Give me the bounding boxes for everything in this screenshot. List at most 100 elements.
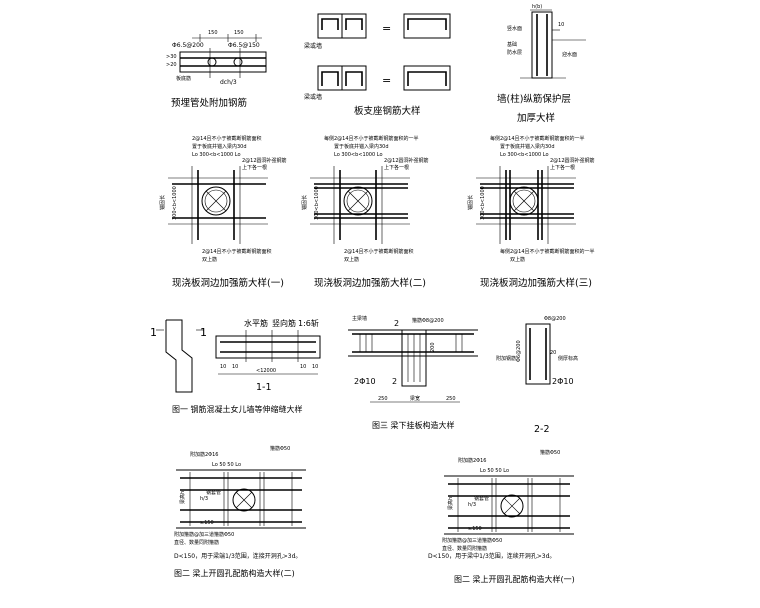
opening-1-side: 300<b<1000 — [172, 186, 178, 220]
opening-1-side2: 锚固长 — [159, 195, 166, 210]
wall-cover-detail: h(b) 10 竖水面 基础 防水层 迎水面 墙(柱)纵筋保护层 加厚大样 — [497, 4, 586, 124]
hanger-beam-width: 梁宽 — [410, 395, 420, 402]
wall-subtitle: 加厚大样 — [517, 112, 555, 124]
wall-l1: 竖水面 — [507, 25, 522, 32]
hanger-title: 图三 梁下挂板构造大样 — [372, 420, 455, 430]
opening-1-n6: 2@14且不小于被截断钢筋面积 — [202, 248, 272, 255]
opening-2-hole — [343, 186, 373, 216]
beam-hole-1-l2: Lo 50 50 Lo — [480, 468, 509, 474]
hanger-s-side: Φ6@200 — [516, 340, 522, 362]
hanger-s-20: 20 — [550, 350, 556, 356]
parapet-d4: 10 — [312, 364, 318, 370]
beam-hole-1-l1: 附加筋2Φ16 — [458, 457, 486, 464]
hanger-bars: 箍筋Φ8@200 — [412, 317, 444, 324]
beam-hole-1-circle — [500, 494, 524, 518]
slab-eq-1: = — [382, 22, 391, 35]
pipe-side-dim2: >20 — [166, 62, 177, 68]
pipe-left-bar: Φ6.5@200 — [172, 42, 204, 49]
opening-3-n1: 每侧2@14且不小于被截断钢筋面积的一半 — [490, 135, 585, 142]
hanger-section: 2-2 — [534, 424, 550, 435]
opening-1-n1: 2@14且不小于被截断钢筋面积 — [192, 135, 262, 142]
parapet-section: 1-1 — [256, 382, 272, 393]
pipe-slab-label: 板底筋 — [176, 75, 191, 82]
wall-top-dim: h(b) — [532, 4, 542, 10]
pipe-title: 预埋管处附加钢筋 — [171, 97, 247, 109]
opening-2-n5: 上下各一根 — [384, 164, 409, 171]
opening-1-n2: 置于板底并锚入梁内30d — [192, 143, 247, 150]
hanger-s-l2: 侧厚标高 — [558, 355, 578, 362]
hanger-250b: 250 — [446, 396, 456, 402]
opening-2-n2: 置于板底并锚入梁内30d — [334, 143, 389, 150]
opening-3-n3: Lo 300<b<1000 Lo — [500, 152, 549, 158]
beam-hole-detail-2: 箍筋Φ50 附加筋2Φ16 Lo 50 50 Lo 梁高h h/3 ≥150 钢… — [174, 445, 306, 578]
pipe-dim-150a: 150 — [208, 30, 218, 36]
beam-hole-2-side3: ≥150 — [200, 520, 214, 526]
pipe-right-bar: Φ6.5@150 — [228, 42, 260, 49]
parapet-top2: 竖向筋 — [272, 318, 296, 328]
parapet-label-1a: 1 — [150, 326, 157, 339]
beam-hole-1-l3: 附加箍筋@加三道箍筋Φ50 — [442, 537, 502, 544]
hanger-s-l1: 附加钢筋 — [496, 355, 516, 362]
beam-hole-1-note: D<150，用于梁中1/3范围，连续开洞孔>3d。 — [428, 552, 555, 560]
opening-detail-1: 2@14且不小于被截断钢筋面积 置于板底并锚入梁内30d Lo 300<b<10… — [159, 135, 287, 289]
opening-1-n4: 2@12圆洞补强钢筋 — [242, 157, 287, 164]
beam-hole-2-l1: 附加筋2Φ16 — [190, 451, 218, 458]
beam-hole-2-side1: 梁高h — [179, 491, 186, 504]
opening-3-n2: 置于板底并锚入梁内30d — [500, 143, 555, 150]
parapet-title: 图一 钢筋混凝土女儿墙等伸缩缝大样 — [172, 404, 303, 414]
beam-hole-2-note: D<150，用于梁端1/3范围，连接开洞孔>3d。 — [174, 552, 301, 560]
hanger-250a: 250 — [378, 396, 388, 402]
pipe-circle-right — [233, 57, 243, 67]
beam-hole-1-top1: 箍筋Φ50 — [540, 449, 560, 456]
beam-hole-2-title: 图二 梁上开圆孔配筋构造大样(二) — [174, 568, 295, 578]
pipe-dch: dch/3 — [220, 79, 237, 86]
opening-1-n5: 上下各一根 — [242, 164, 267, 171]
opening-2-n1: 每侧2@14且不小于被截断钢筋面积的一半 — [324, 135, 419, 142]
opening-2-title: 现浇板洞边加强筋大样(二) — [314, 277, 426, 289]
slab-wall-label-1: 梁或墙 — [304, 42, 322, 50]
beam-hole-2-side2: h/3 — [200, 496, 208, 502]
opening-2-n4: 2@12圆洞补强钢筋 — [384, 157, 429, 164]
pipe-circle-left — [207, 57, 217, 67]
opening-1-title: 现浇板洞边加强筋大样(一) — [172, 277, 284, 289]
hanger-s-top: Φ8@200 — [544, 316, 566, 322]
slab-eq-2: = — [382, 74, 391, 87]
hanger-beam-label: 主梁墙 — [352, 315, 367, 322]
opening-3-hole — [509, 186, 539, 216]
beam-hole-2-l4: 直径、数量同附箍筋 — [174, 539, 219, 546]
pipe-detail: 150 150 Φ6.5@200 Φ6.5@150 >30 >20 板底筋 dc… — [166, 30, 267, 109]
beam-hole-2-circle — [232, 488, 256, 512]
opening-2-side2: 锚固长 — [301, 195, 308, 210]
opening-3-side2: 锚固长 — [467, 195, 474, 210]
parapet-d3: 10 — [300, 364, 306, 370]
opening-2-n7: 双上筋 — [344, 256, 359, 263]
beam-hole-2-top1: 箍筋Φ50 — [270, 445, 290, 452]
hanger-label-2: 2 — [394, 319, 399, 328]
slab-support-detail: 梁或墙 = 梁或墙 = 板支座钢筋大样 — [304, 13, 451, 117]
opening-2-n6: 2@14且不小于被截断钢筋面积 — [344, 248, 414, 255]
wall-l4: 迎水面 — [562, 51, 577, 58]
parapet-d2: 10 — [232, 364, 238, 370]
beam-hole-1-side1: 梁高h — [447, 497, 454, 510]
beam-hole-1-side2: h/3 — [468, 502, 476, 508]
parapet-top1: 水平筋 — [244, 318, 268, 328]
parapet-label-1b: 1 — [200, 326, 207, 339]
beam-hole-2-l3: 附加箍筋@加三道箍筋Φ50 — [174, 531, 234, 538]
beam-hole-2-l2: Lo 50 50 Lo — [212, 462, 241, 468]
parapet-d1: 10 — [220, 364, 226, 370]
opening-3-n7: 双上筋 — [510, 256, 525, 263]
parapet-dim: <12000 — [256, 368, 276, 374]
beam-hole-1-l4: 直径、数量同附箍筋 — [442, 545, 487, 552]
opening-3-n6: 每侧2@14且不小于被截断钢筋面积的一半 — [500, 248, 595, 255]
pipe-dim-150b: 150 — [234, 30, 244, 36]
beam-hole-1-title: 图二 梁上开圆孔配筋构造大样(一) — [454, 574, 575, 584]
hanger-detail: 主梁墙 2 箍筋Φ8@200 200 2Φ10 2 250 梁宽 250 图三 … — [348, 315, 578, 435]
hanger-200: 200 — [430, 342, 436, 352]
opening-1-n7: 双上筋 — [202, 256, 217, 263]
slab-wall-label-2: 梁或墙 — [304, 93, 322, 101]
opening-2-n3: Lo 300<b<1000 Lo — [334, 152, 383, 158]
pipe-side-dim: >30 — [166, 54, 177, 60]
hanger-label-2b: 2 — [392, 377, 397, 386]
slab-title: 板支座钢筋大样 — [354, 105, 421, 117]
